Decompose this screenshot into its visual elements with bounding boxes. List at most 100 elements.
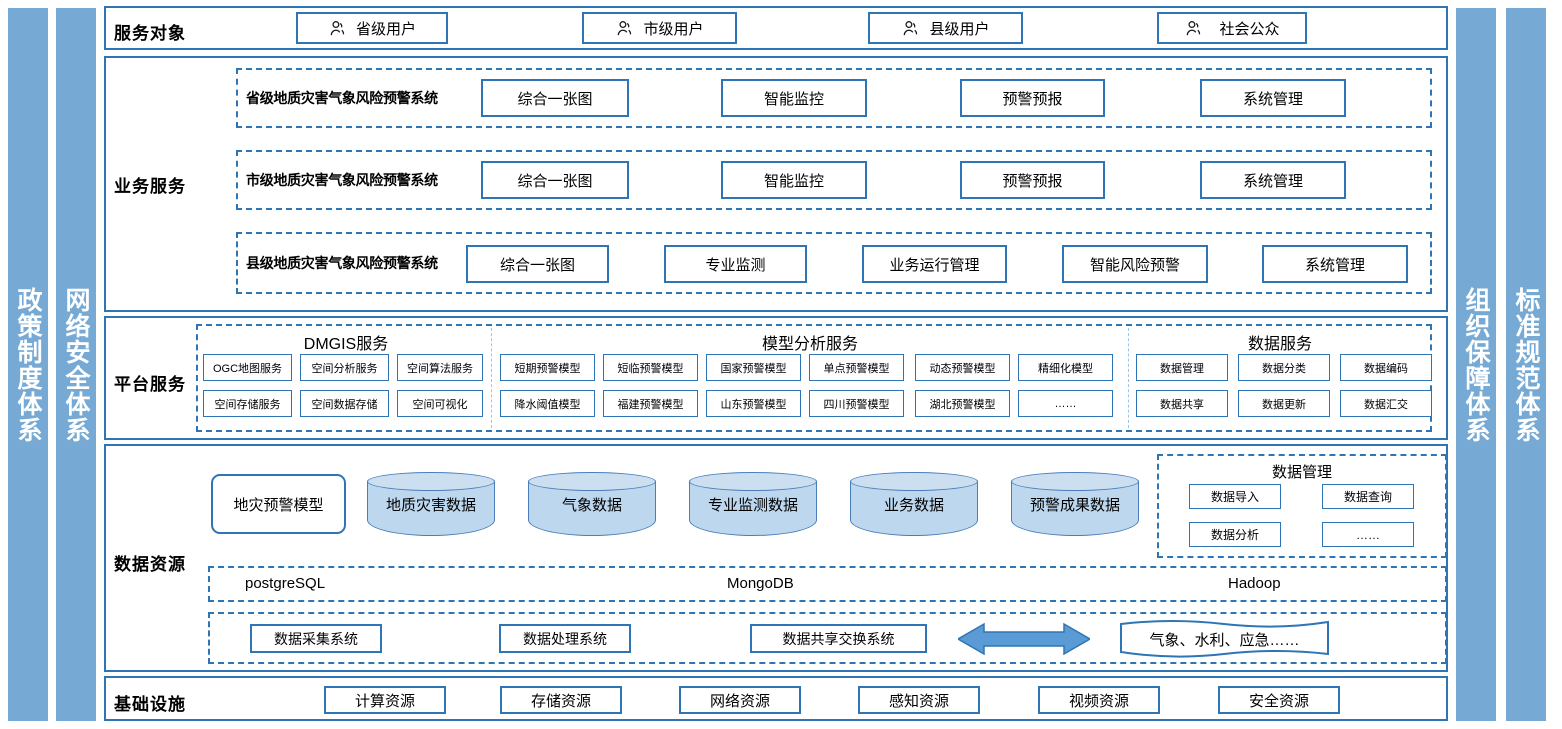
- business-module-county-1[interactable]: 专业监测: [664, 245, 807, 283]
- data-cylinder-monitoring[interactable]: 专业监测数据: [689, 472, 817, 536]
- infra-item-security[interactable]: 安全资源: [1218, 686, 1340, 714]
- data-cylinder-meteorology[interactable]: 气象数据: [528, 472, 656, 536]
- data-model-box[interactable]: 地灾预警模型: [211, 474, 346, 534]
- data-management-item-0[interactable]: 数据导入: [1189, 484, 1281, 509]
- pillar-org-label: 组织保障体系: [1462, 286, 1490, 443]
- business-module-province-0[interactable]: 综合一张图: [481, 79, 629, 117]
- person-icon: [330, 20, 345, 35]
- audience-chip-public[interactable]: 社会公众: [1157, 12, 1307, 44]
- external-departments-shape[interactable]: 气象、水利、应急……: [1117, 618, 1332, 660]
- platform-dmgis-1[interactable]: 空间分析服务: [300, 354, 389, 381]
- platform-dataservice-4[interactable]: 数据更新: [1238, 390, 1330, 417]
- infra-item-video[interactable]: 视频资源: [1038, 686, 1160, 714]
- data-system-collection[interactable]: 数据采集系统: [250, 624, 382, 653]
- pillar-standard-label: 标准规范体系: [1512, 286, 1540, 443]
- platform-model-0[interactable]: 短期预警模型: [500, 354, 595, 381]
- platform-dmgis-2[interactable]: 空间算法服务: [397, 354, 483, 381]
- cylinder-top: [1011, 472, 1139, 491]
- audience-label-city: 市级用户: [643, 20, 704, 38]
- data-systems-strip: [208, 612, 1447, 664]
- database-postgresql: postgreSQL: [245, 575, 326, 592]
- layer-audience-label: 服务对象: [114, 24, 186, 43]
- platform-model-3[interactable]: 单点预警模型: [809, 354, 904, 381]
- platform-dataservice-3[interactable]: 数据共享: [1136, 390, 1228, 417]
- person-icon: [1187, 20, 1201, 35]
- data-cylinder-label-3: 业务数据: [883, 496, 944, 514]
- infra-item-storage[interactable]: 存储资源: [500, 686, 622, 714]
- cylinder-body: [367, 481, 495, 536]
- platform-model-5[interactable]: 精细化模型: [1018, 354, 1113, 381]
- platform-dmgis-4[interactable]: 空间数据存储: [300, 390, 389, 417]
- data-management-item-1[interactable]: 数据查询: [1322, 484, 1414, 509]
- platform-model-6[interactable]: 降水阈值模型: [500, 390, 595, 417]
- audience-chip-province[interactable]: 省级用户: [296, 12, 448, 44]
- business-module-county-2[interactable]: 业务运行管理: [862, 245, 1007, 283]
- business-module-county-4[interactable]: 系统管理: [1262, 245, 1408, 283]
- audience-label-public: 社会公众: [1219, 20, 1280, 38]
- data-system-processing[interactable]: 数据处理系统: [499, 624, 631, 653]
- infra-item-compute[interactable]: 计算资源: [324, 686, 446, 714]
- data-cylinder-label-0: 地质灾害数据: [385, 496, 476, 514]
- business-system-city: 市级地质灾害气象风险预警系统: [246, 172, 438, 188]
- pillar-policy-system: 政策制度体系: [8, 8, 48, 721]
- platform-dmgis-3[interactable]: 空间存储服务: [203, 390, 292, 417]
- audience-label-county: 县级用户: [929, 20, 990, 38]
- platform-model-8[interactable]: 山东预警模型: [706, 390, 801, 417]
- pillar-policy-label: 政策制度体系: [14, 286, 42, 443]
- business-module-province-2[interactable]: 预警预报: [960, 79, 1105, 117]
- infra-item-network[interactable]: 网络资源: [679, 686, 801, 714]
- pillar-organization-guarantee-system: 组织保障体系: [1456, 8, 1496, 721]
- data-cylinder-label-2: 专业监测数据: [707, 496, 798, 514]
- platform-model-10[interactable]: 湖北预警模型: [915, 390, 1010, 417]
- platform-model-1[interactable]: 短临预警模型: [603, 354, 698, 381]
- double-arrow-icon: [956, 622, 1092, 656]
- cylinder-top: [850, 472, 978, 491]
- layer-infrastructure-label: 基础设施: [114, 695, 186, 714]
- data-cylinder-label-4: 预警成果数据: [1029, 496, 1120, 514]
- platform-model-7[interactable]: 福建预警模型: [603, 390, 698, 417]
- cylinder-top: [689, 472, 817, 491]
- platform-model-4[interactable]: 动态预警模型: [915, 354, 1010, 381]
- layer-business-label: 业务服务: [114, 177, 186, 196]
- layer-data-label: 数据资源: [114, 555, 186, 574]
- audience-chip-city[interactable]: 市级用户: [582, 12, 737, 44]
- business-module-province-3[interactable]: 系统管理: [1200, 79, 1346, 117]
- data-cylinder-business[interactable]: 业务数据: [850, 472, 978, 536]
- business-module-county-0[interactable]: 综合一张图: [466, 245, 609, 283]
- data-cylinder-warning-results[interactable]: 预警成果数据: [1011, 472, 1139, 536]
- platform-dataservice-2[interactable]: 数据编码: [1340, 354, 1432, 381]
- platform-model-9[interactable]: 四川预警模型: [809, 390, 904, 417]
- business-module-city-1[interactable]: 智能监控: [721, 161, 867, 199]
- data-system-exchange[interactable]: 数据共享交换系统: [750, 624, 927, 653]
- data-cylinder-geohazard[interactable]: 地质灾害数据: [367, 472, 495, 536]
- business-module-county-3[interactable]: 智能风险预警: [1062, 245, 1208, 283]
- data-management-box: [1157, 454, 1447, 558]
- cylinder-top: [528, 472, 656, 491]
- person-icon: [618, 20, 632, 35]
- audience-chip-county[interactable]: 县级用户: [868, 12, 1023, 44]
- platform-dmgis-0[interactable]: OGC地图服务: [203, 354, 292, 381]
- platform-group-title-model: 模型分析服务: [761, 336, 858, 353]
- business-module-city-3[interactable]: 系统管理: [1200, 161, 1346, 199]
- external-departments-label: 气象、水利、应急……: [1149, 631, 1300, 649]
- pillar-network-security-system: 网络安全体系: [56, 8, 96, 721]
- platform-dataservice-0[interactable]: 数据管理: [1136, 354, 1228, 381]
- data-databases-strip: [208, 566, 1447, 602]
- business-system-province: 省级地质灾害气象风险预警系统: [246, 90, 438, 106]
- pillar-network-label: 网络安全体系: [62, 286, 90, 443]
- platform-group-title-dmgis: DMGIS服务: [303, 336, 389, 353]
- business-module-city-2[interactable]: 预警预报: [960, 161, 1105, 199]
- data-management-item-3[interactable]: ……: [1322, 522, 1414, 547]
- platform-group-title-data: 数据服务: [1247, 336, 1312, 353]
- platform-model-11[interactable]: ……: [1018, 390, 1113, 417]
- business-module-city-0[interactable]: 综合一张图: [481, 161, 629, 199]
- platform-dataservice-5[interactable]: 数据汇交: [1340, 390, 1432, 417]
- platform-dmgis-5[interactable]: 空间可视化: [397, 390, 483, 417]
- business-module-province-1[interactable]: 智能监控: [721, 79, 867, 117]
- platform-model-2[interactable]: 国家预警模型: [706, 354, 801, 381]
- data-management-item-2[interactable]: 数据分析: [1189, 522, 1281, 547]
- platform-divider-1: [491, 328, 492, 428]
- platform-dataservice-1[interactable]: 数据分类: [1238, 354, 1330, 381]
- platform-divider-2: [1128, 328, 1129, 428]
- infra-item-sensing[interactable]: 感知资源: [858, 686, 980, 714]
